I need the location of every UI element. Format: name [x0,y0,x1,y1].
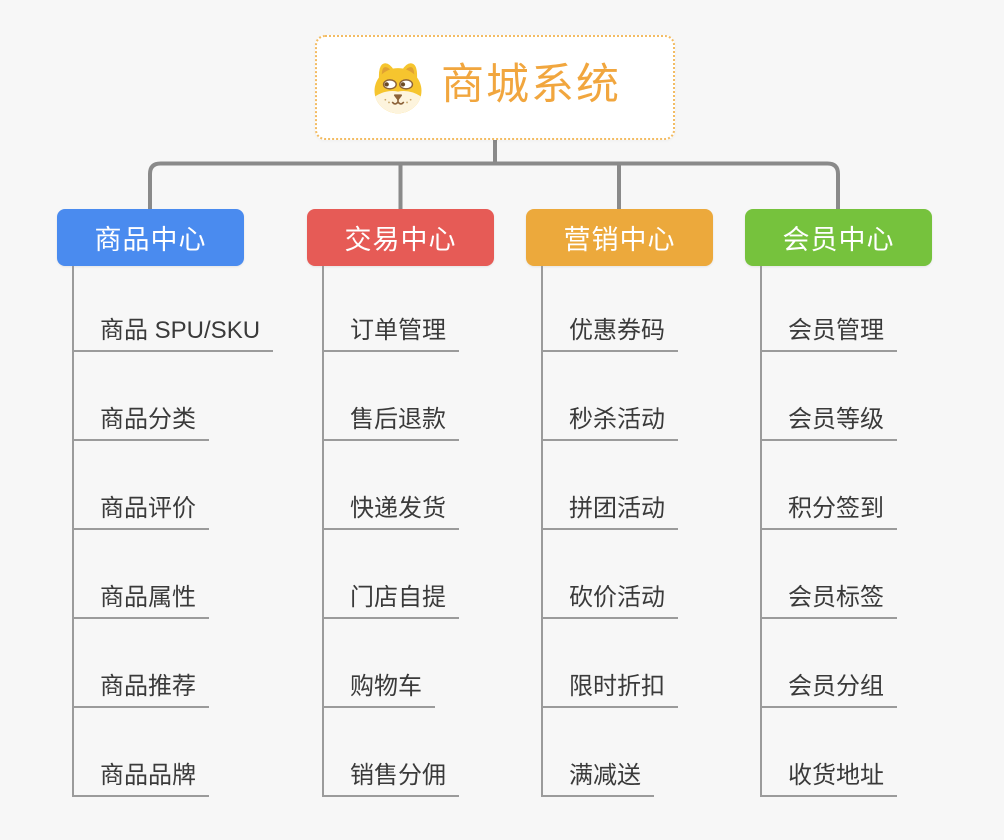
child-node-label: 会员管理 [760,315,897,352]
child-node[interactable]: 快递发货 [322,441,459,530]
child-node-label: 商品推荐 [72,671,209,708]
child-node-label: 会员标签 [760,582,897,619]
branch-node-header[interactable]: 交易中心 [307,209,494,266]
child-node-label: 商品属性 [72,582,209,619]
child-node[interactable]: 会员分组 [760,619,897,708]
child-node[interactable]: 售后退款 [322,352,459,441]
child-node[interactable]: 限时折扣 [541,619,678,708]
child-node[interactable]: 门店自提 [322,530,459,619]
child-node[interactable]: 满减送 [541,708,678,797]
root-title: 商城系统 [441,61,621,109]
branch-marketing-center: 营销中心 优惠券码 秒杀活动 拼团活动 砍价活动 限时折扣 满减送 [526,209,713,797]
dog-face-icon [374,62,422,113]
child-node-label: 优惠券码 [541,315,678,352]
child-node[interactable]: 收货地址 [760,708,897,797]
child-node[interactable]: 商品推荐 [72,619,273,708]
branch-children: 订单管理 售后退款 快递发货 门店自提 购物车 销售分佣 [322,266,459,797]
child-node-label: 收货地址 [760,760,897,797]
child-node-label: 限时折扣 [541,671,678,708]
root-node[interactable]: 商城系统 [315,35,675,140]
child-node[interactable]: 秒杀活动 [541,352,678,441]
child-node-label: 门店自提 [322,582,459,619]
child-node-label: 满减送 [541,760,654,797]
child-node[interactable]: 积分签到 [760,441,897,530]
child-node-label: 商品分类 [72,404,209,441]
child-node[interactable]: 购物车 [322,619,459,708]
child-node-label: 商品品牌 [72,760,209,797]
child-node[interactable]: 商品 SPU/SKU [72,266,274,352]
child-node[interactable]: 砍价活动 [541,530,678,619]
branch-node-header[interactable]: 营销中心 [526,209,713,266]
child-node-label: 订单管理 [322,315,459,352]
child-node-label: 销售分佣 [322,760,459,797]
child-node-label: 砍价活动 [541,582,678,619]
child-node-label: 拼团活动 [541,493,678,530]
child-node[interactable]: 优惠券码 [541,266,678,352]
child-node[interactable]: 销售分佣 [322,708,459,797]
branch-node-header[interactable]: 会员中心 [745,209,932,266]
child-node[interactable]: 会员等级 [760,352,897,441]
child-node[interactable]: 会员管理 [760,266,897,352]
child-node-label: 会员分组 [760,671,897,708]
child-node-label: 会员等级 [760,404,897,441]
child-node[interactable]: 订单管理 [322,266,459,352]
child-node-label: 售后退款 [322,404,459,441]
branch-trade-center: 交易中心 订单管理 售后退款 快递发货 门店自提 购物车 销售分佣 [307,209,494,797]
child-node[interactable]: 商品评价 [72,441,273,530]
child-node[interactable]: 拼团活动 [541,441,678,530]
child-node-label: 商品 SPU/SKU [72,315,274,352]
child-node-label: 商品评价 [72,493,209,530]
child-node-label: 积分签到 [760,493,897,530]
branch-product-center: 商品中心 商品 SPU/SKU 商品分类 商品评价 商品属性 商品推荐 商品品牌 [57,209,274,797]
branch-children: 优惠券码 秒杀活动 拼团活动 砍价活动 限时折扣 满减送 [541,266,678,797]
branch-member-center: 会员中心 会员管理 会员等级 积分签到 会员标签 会员分组 收货地址 [745,209,932,797]
branch-bus-line [148,161,840,209]
child-node-label: 快递发货 [322,493,459,530]
branch-children: 商品 SPU/SKU 商品分类 商品评价 商品属性 商品推荐 商品品牌 [72,266,274,797]
branch-node-header[interactable]: 商品中心 [57,209,244,266]
branch-children: 会员管理 会员等级 积分签到 会员标签 会员分组 收货地址 [760,266,897,797]
child-node[interactable]: 商品品牌 [72,708,273,797]
child-node-label: 购物车 [322,671,435,708]
child-node[interactable]: 商品分类 [72,352,273,441]
child-node-label: 秒杀活动 [541,404,678,441]
child-node[interactable]: 商品属性 [72,530,273,619]
child-node[interactable]: 会员标签 [760,530,897,619]
